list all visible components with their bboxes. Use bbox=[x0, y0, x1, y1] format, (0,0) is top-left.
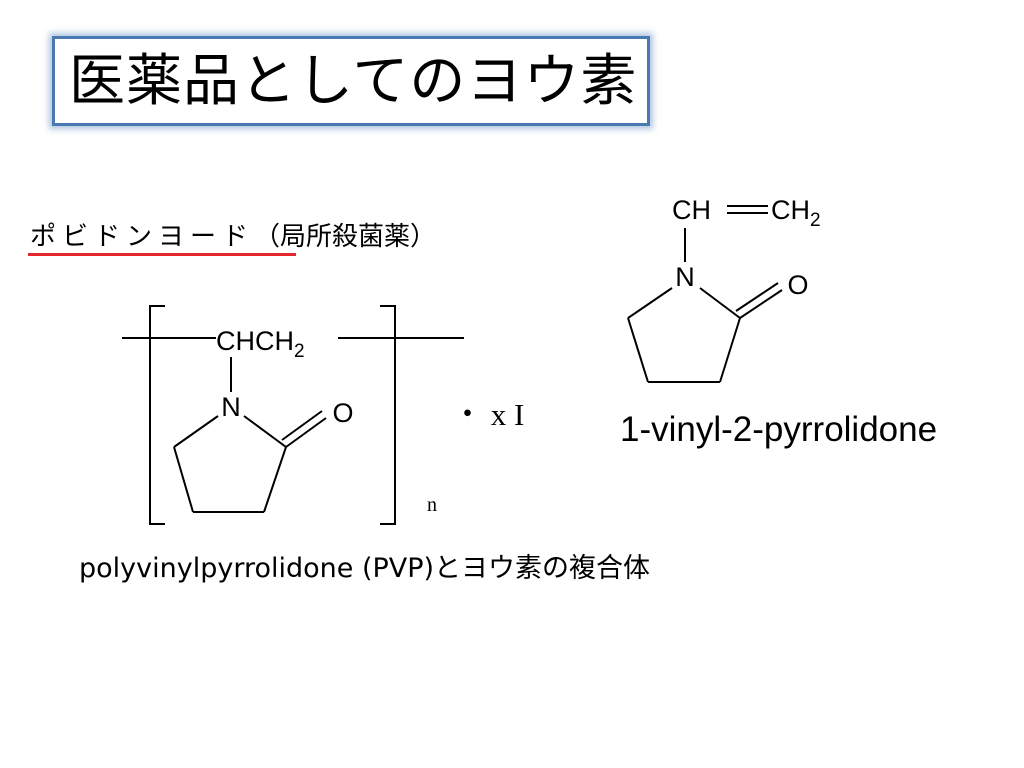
monomer-ring-bond-1 bbox=[627, 287, 673, 319]
vinyl-ch-label: CH bbox=[672, 195, 711, 225]
vinyl-ch2-label: CH2 bbox=[771, 195, 821, 231]
carbonyl-bond-1 bbox=[285, 417, 327, 448]
pvp-caption: polyvinylpyrrolidone (PVP)とヨウ素の複合体 bbox=[79, 553, 651, 584]
backbone-group-label: CHCH2 bbox=[216, 326, 305, 362]
repeat-subscript-label: n bbox=[427, 494, 437, 516]
pvp-oxygen-label: O bbox=[332, 398, 353, 428]
repeat-bracket-left bbox=[149, 305, 165, 525]
monomer-ring-bond-2 bbox=[627, 317, 649, 383]
ring-bond-c5-c4 bbox=[173, 446, 194, 513]
ring-bond-c2-n bbox=[243, 415, 287, 448]
carbonyl-bond-2 bbox=[281, 410, 323, 441]
drug-category: （局所殺菌薬） bbox=[254, 222, 437, 252]
pvp-nitrogen-label: N bbox=[221, 392, 241, 422]
slide-title: 医薬品としてのヨウ素 bbox=[69, 49, 638, 114]
monomer-nitrogen-label: N bbox=[675, 262, 695, 292]
ring-bond-n-c5 bbox=[173, 415, 219, 448]
monomer-structure bbox=[627, 205, 783, 383]
monomer-ring-bond-4 bbox=[719, 317, 741, 383]
ring-bond-c3-c2 bbox=[263, 446, 287, 513]
monomer-oxygen-label: O bbox=[787, 270, 808, 300]
slide-title-box: 医薬品としてのヨウ素 bbox=[52, 36, 650, 126]
iodine-complex-label: ・ x I bbox=[452, 397, 524, 432]
monomer-carbonyl-bond-2 bbox=[735, 282, 779, 312]
monomer-carbonyl-bond-1 bbox=[739, 289, 783, 319]
drug-name-underline bbox=[28, 253, 296, 256]
monomer-name: 1-vinyl-2-pyrrolidone bbox=[620, 410, 938, 449]
repeat-bracket-right bbox=[380, 305, 396, 525]
pvp-structure bbox=[122, 305, 464, 525]
drug-heading: ポビドンヨード（局所殺菌薬） bbox=[30, 216, 436, 253]
drug-name: ポビドンヨード bbox=[30, 222, 255, 252]
monomer-ring-bond-5 bbox=[699, 287, 741, 319]
